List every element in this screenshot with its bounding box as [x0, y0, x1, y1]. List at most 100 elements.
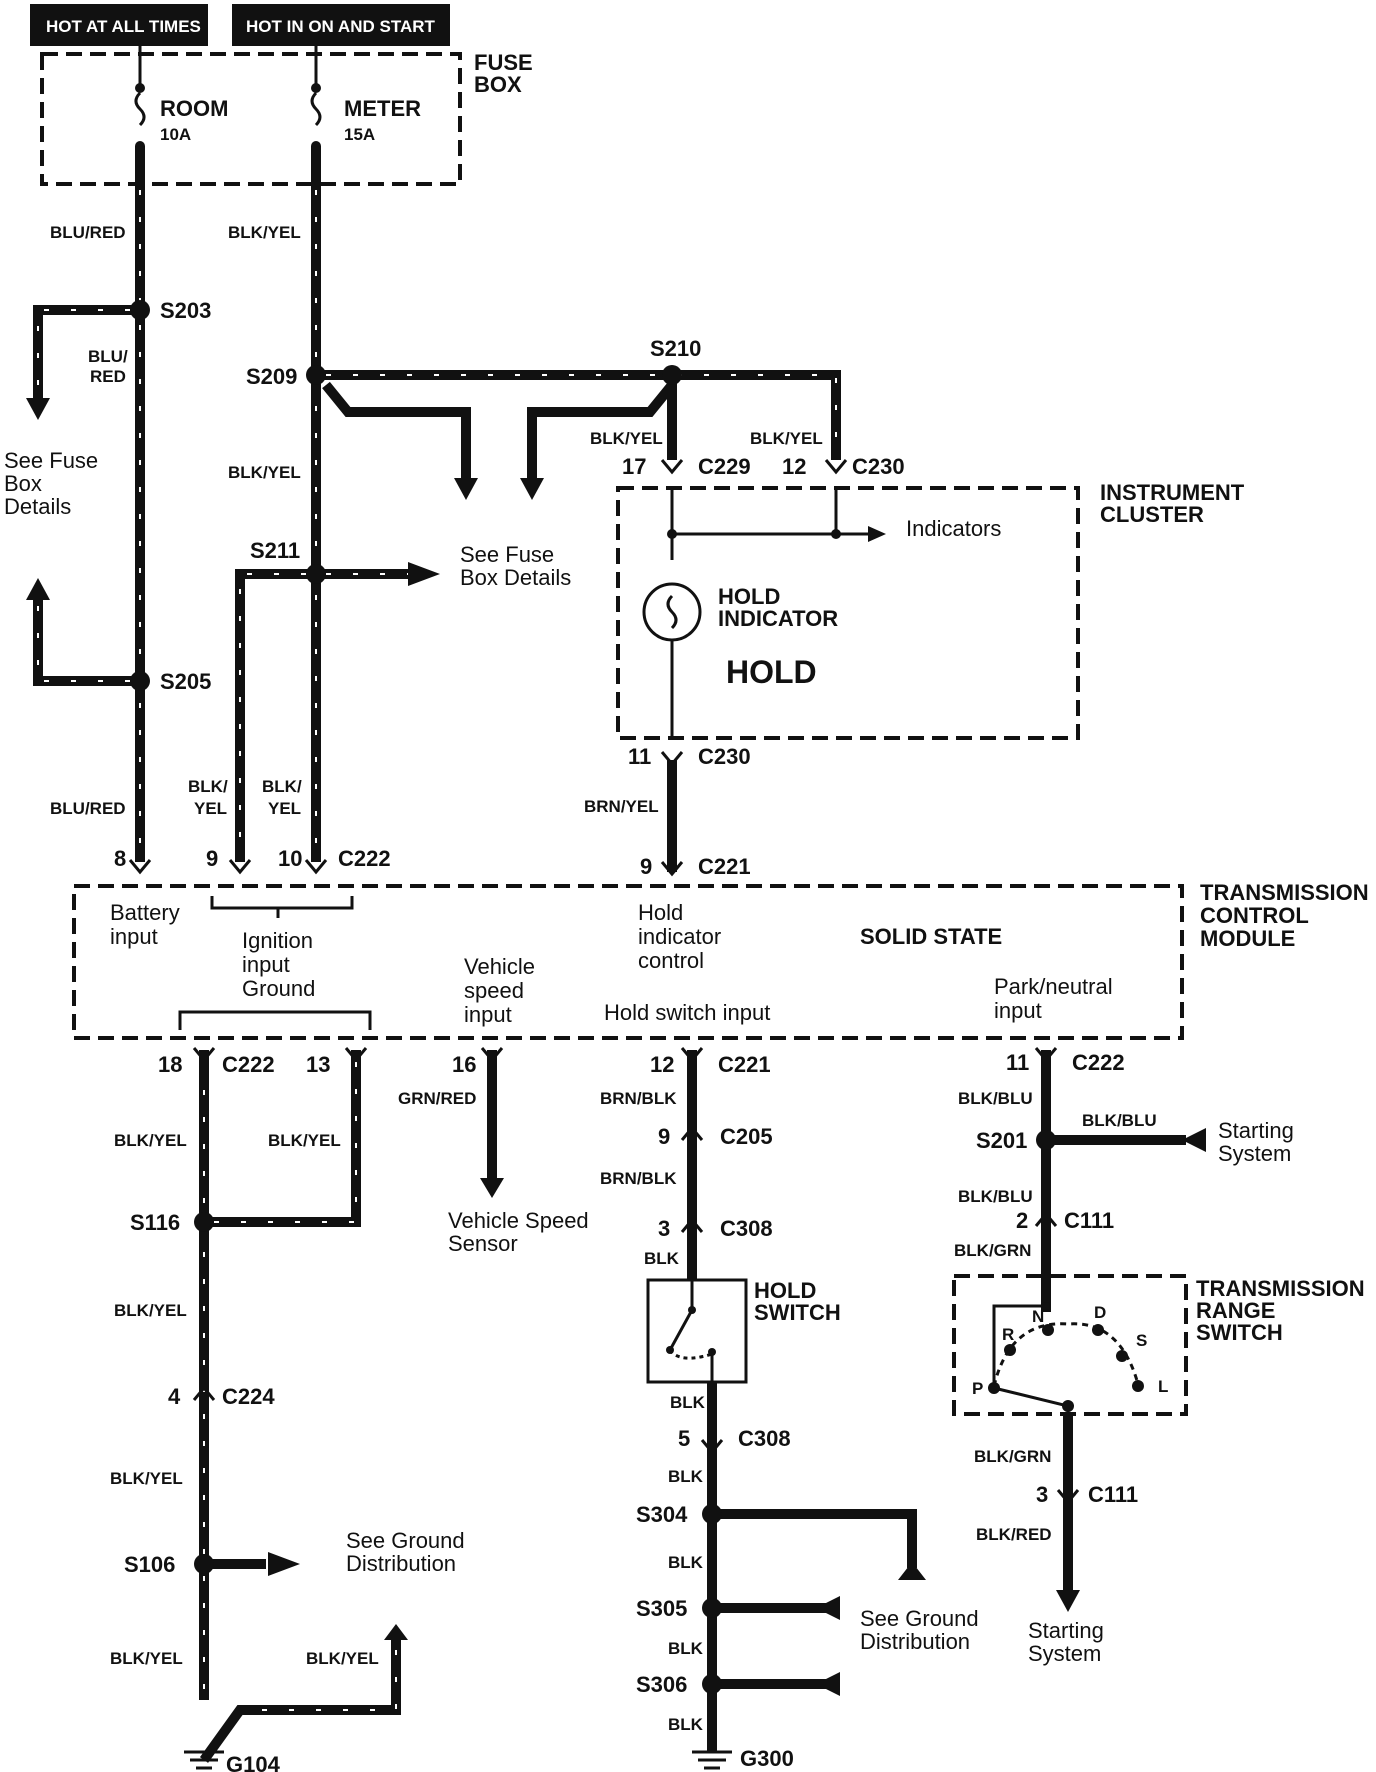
hold-indicator-text: HOLD — [726, 654, 817, 690]
connector-c224: C224 — [222, 1384, 275, 1409]
see-fuse-box-mid-2: Box Details — [460, 565, 571, 590]
tcm-battery-2: input — [110, 924, 158, 949]
wire-blk-grn-2: BLK/GRN — [974, 1447, 1051, 1466]
hold-indicator-label-2: INDICATOR — [718, 606, 838, 631]
tcm-hold-control-1: Hold — [638, 900, 683, 925]
splice-s106: S106 — [124, 1552, 175, 1577]
connector-c221-top: C221 — [698, 854, 751, 879]
trs-n: N — [1032, 1307, 1044, 1326]
trs-l: L — [1158, 1377, 1168, 1396]
pin-11-c222: 11 — [1006, 1050, 1029, 1075]
ground-g104-icon — [184, 1750, 224, 1770]
starting-system-top-1: Starting — [1218, 1118, 1294, 1143]
pin-3-c111: 3 — [1036, 1482, 1048, 1507]
arrow-icons — [26, 398, 1206, 1696]
trs-p: P — [972, 1379, 983, 1398]
splice-s203: S203 — [160, 298, 211, 323]
splice-s210: S210 — [650, 336, 701, 361]
wire-yel-1: YEL — [194, 799, 227, 818]
arrow-left-icon — [816, 1672, 840, 1696]
see-fuse-box-left-2: Box — [4, 471, 42, 496]
cluster-title-1: INSTRUMENT — [1100, 480, 1245, 505]
connector-c222-top: C222 — [338, 846, 391, 871]
arrow-left-icon — [1182, 1128, 1206, 1152]
connector-c221-bottom: C221 — [718, 1052, 771, 1077]
wire-blk-6: BLK — [668, 1553, 704, 1572]
see-fuse-box-left-3: Details — [4, 494, 71, 519]
pin-9-c221: 9 — [640, 854, 652, 879]
arrow-up-icon — [26, 578, 50, 600]
meter-fuse-amp: 15A — [344, 125, 375, 144]
splice-s211: S211 — [250, 538, 300, 563]
meter-fuse-icon — [310, 91, 322, 127]
tcm-park-neutral-1: Park/neutral — [994, 974, 1113, 999]
see-ground-right-1: See Ground — [860, 1606, 979, 1631]
cluster-title-2: CLUSTER — [1100, 502, 1204, 527]
pin-12-c230: 12 — [782, 454, 806, 479]
wire-blk-3: BLK — [644, 1249, 680, 1268]
header-hot-always-text: HOT AT ALL TIMES — [46, 17, 201, 36]
wire-blk-yel-10: BLK/YEL — [306, 1649, 379, 1668]
wire-blk-1: BLK/ — [188, 777, 228, 796]
fuse-box-title-2: BOX — [474, 72, 522, 97]
wire-yel-2: YEL — [268, 799, 301, 818]
hold-switch: HOLD SWITCH — [646, 1278, 841, 1384]
arrow-up-icon — [898, 1562, 926, 1580]
see-ground-left-2: Distribution — [346, 1551, 456, 1576]
tcm-title-2: CONTROL — [1200, 903, 1309, 928]
wire-blk-yel-7: BLK/YEL — [114, 1301, 187, 1320]
ground-g104-label: G104 — [226, 1752, 281, 1772]
tcm-hold-control-3: control — [638, 948, 704, 973]
indicators-label: Indicators — [906, 516, 1001, 541]
meter-fuse-label: METER — [344, 96, 421, 121]
trs-d: D — [1094, 1303, 1106, 1322]
wire-blk-yel-8: BLK/YEL — [110, 1469, 183, 1488]
pin-3-c308: 3 — [658, 1216, 670, 1241]
wires — [33, 146, 1186, 1763]
arrow-up-icon — [384, 1624, 408, 1640]
tcm-title-3: MODULE — [1200, 926, 1295, 951]
arrow-down-icon — [520, 478, 544, 500]
arrow-left-icon — [268, 1552, 300, 1576]
hold-switch-title-2: SWITCH — [754, 1300, 841, 1325]
wire-blu: BLU/ — [88, 347, 128, 366]
wire-grn-red: GRN/RED — [398, 1089, 476, 1108]
tcm-vss-3: input — [464, 1002, 512, 1027]
pin-13: 13 — [306, 1052, 330, 1077]
pin-8: 8 — [114, 846, 126, 871]
pin-2: 2 — [1016, 1208, 1028, 1233]
wire-blk-yel-9: BLK/YEL — [110, 1649, 183, 1668]
wire-blk-4: BLK — [670, 1393, 706, 1412]
wire-blk-blu-2: BLK/BLU — [1082, 1111, 1157, 1130]
splice-s305: S305 — [636, 1596, 687, 1621]
splices — [130, 300, 1056, 1694]
see-fuse-box-mid-1: See Fuse — [460, 542, 554, 567]
room-fuse-amp: 10A — [160, 125, 191, 144]
hold-indicator-label-1: HOLD — [718, 584, 780, 609]
connector-c222-right: C222 — [1072, 1050, 1125, 1075]
tcm-ground: Ground — [242, 976, 315, 1001]
wire-blk-2: BLK/ — [262, 777, 302, 796]
transmission-range-switch: R N D S P L TRANSMISSION RANGE SWITCH — [952, 1274, 1365, 1416]
instrument-cluster: INSTRUMENT CLUSTER Indicators HOLD INDIC… — [616, 480, 1245, 740]
wire-blk-7: BLK — [668, 1639, 704, 1658]
header-hot-in-on: HOT IN ON AND START — [232, 4, 450, 46]
arrow-down-icon — [480, 1178, 504, 1198]
wire-blk-red: BLK/RED — [976, 1525, 1052, 1544]
pin-5: 5 — [678, 1426, 690, 1451]
starting-system-top-2: System — [1218, 1141, 1291, 1166]
wire-blk-5: BLK — [668, 1467, 704, 1486]
hold-switch-title-1: HOLD — [754, 1278, 816, 1303]
wire-blk-grn-1: BLK/GRN — [954, 1241, 1031, 1260]
fuse-box: FUSE BOX ROOM 10A METER 15A — [40, 46, 533, 186]
wire-red: RED — [90, 367, 126, 386]
wire-blu-red-1: BLU/RED — [50, 223, 126, 242]
pin-17: 17 — [622, 454, 646, 479]
wire-brn-yel: BRN/YEL — [584, 797, 659, 816]
wire-blk-yel-1: BLK/YEL — [228, 223, 301, 242]
starting-system-bottom-2: System — [1028, 1641, 1101, 1666]
trs-r: R — [1002, 1325, 1014, 1344]
pin-9-c222: 9 — [206, 846, 218, 871]
connector-c230-bottom: C230 — [698, 744, 751, 769]
